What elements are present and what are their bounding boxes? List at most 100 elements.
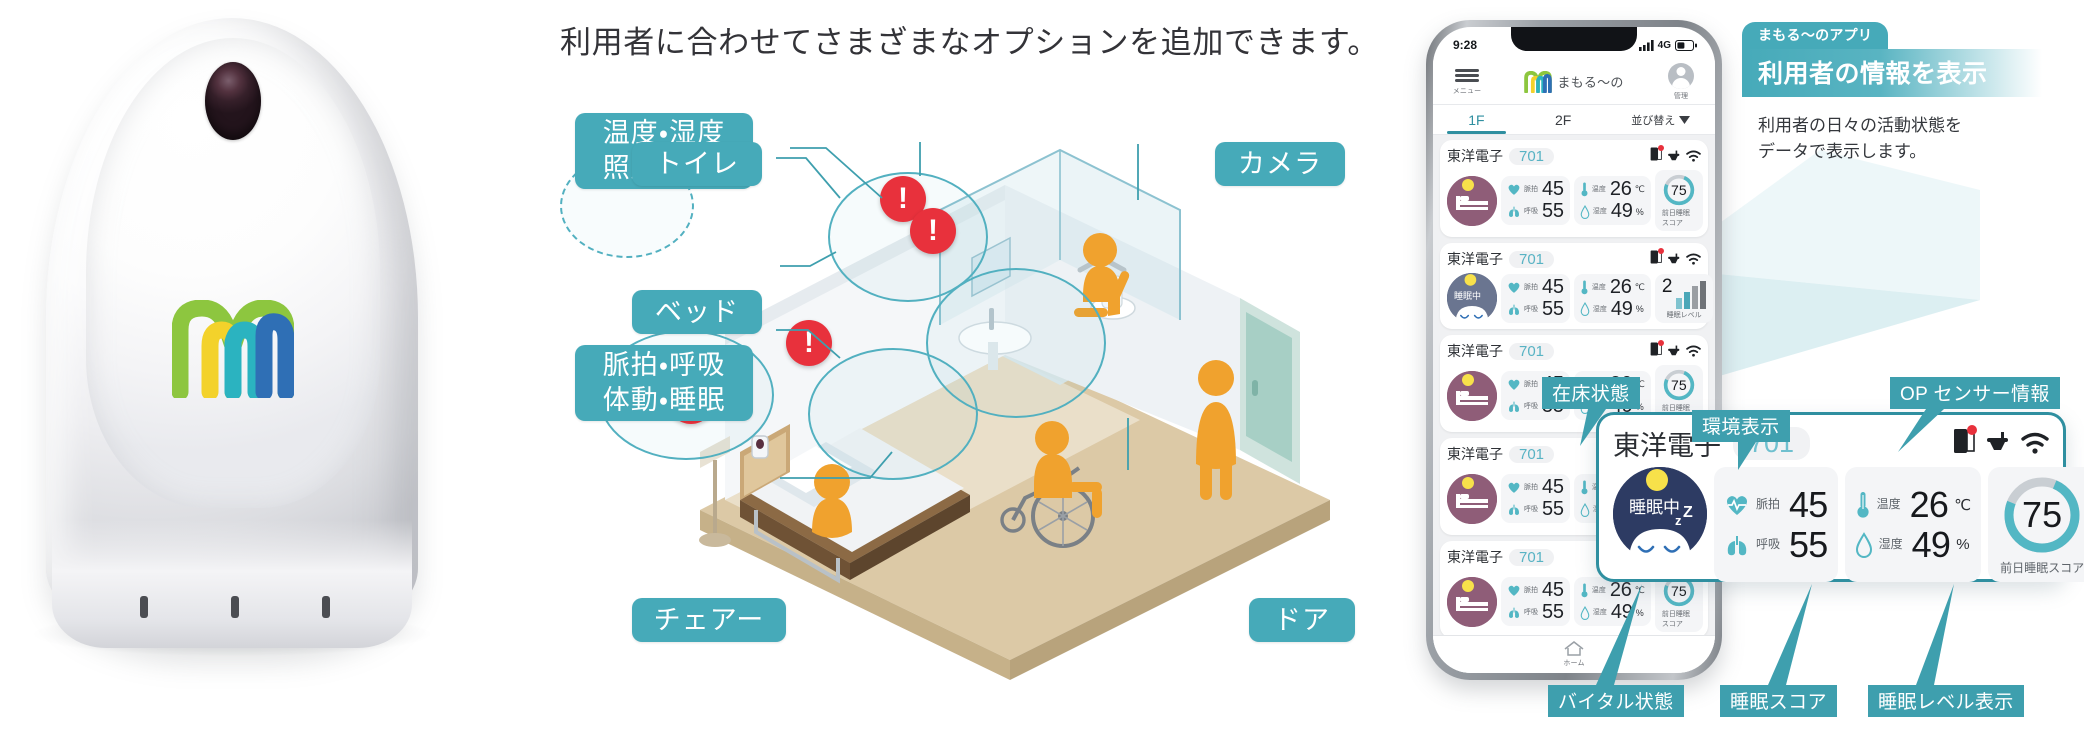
temp-row: 温度 26 ℃ xyxy=(1580,579,1645,601)
droplet-icon xyxy=(1580,204,1590,219)
door-alert-dot xyxy=(1967,424,1977,435)
floor-tab-bar: 1F 2F 並び替え xyxy=(1433,105,1715,135)
card-user-name: 東洋電子 xyxy=(1447,343,1503,359)
card-user-name: 東洋電子 xyxy=(1447,148,1503,164)
humidity-caption: 湿度 xyxy=(1592,609,1607,616)
sort-label: 並び替え xyxy=(1631,114,1676,127)
mamoruno-brand-icon xyxy=(1524,70,1553,93)
temp-unit: ℃ xyxy=(1634,585,1645,595)
pulse-value: 45 xyxy=(1542,476,1564,498)
magnified-temp-caption: 温度 xyxy=(1876,497,1901,512)
magnified-vital-panel: 脈拍 45 呼吸 55 xyxy=(1714,467,1838,582)
tab-floor-2f[interactable]: 2F xyxy=(1554,111,1572,128)
card-user-name: 東洋電子 xyxy=(1447,446,1503,462)
chevron-down-icon xyxy=(1679,115,1691,124)
wifi-icon xyxy=(1686,345,1701,357)
menu-button[interactable]: メニュー xyxy=(1445,67,1489,96)
humidity-value: 49 xyxy=(1610,200,1633,222)
state-badge-in-bed: 在床 xyxy=(1447,576,1497,627)
user-card[interactable]: 東洋電子 701 xyxy=(1440,541,1708,638)
sleep-score-caption: 前日睡眠スコア xyxy=(1661,210,1690,227)
heart-icon xyxy=(1508,585,1520,596)
thermometer-icon xyxy=(1581,280,1588,294)
status-right: 4G xyxy=(1638,39,1697,51)
thermometer-icon xyxy=(1857,491,1869,518)
pulse-row: 脈拍 45 xyxy=(1507,276,1564,298)
pulse-caption: 脈拍 xyxy=(1524,381,1538,388)
hamburger-icon xyxy=(1455,67,1479,84)
door-alert-dot xyxy=(1658,339,1664,346)
humidity-row: 湿度 49 % xyxy=(1580,298,1645,320)
wifi-icon xyxy=(1686,253,1701,265)
temp-value: 26 xyxy=(1609,275,1632,298)
app-screenshot-area: 9:28 4G xyxy=(1420,0,2084,733)
callout-body-line1: 利用者の日々の活動状態を xyxy=(1758,116,1962,135)
temp-unit: ℃ xyxy=(1634,379,1645,389)
wifi-icon xyxy=(2021,432,2049,454)
signal-icon xyxy=(1638,39,1654,51)
temp-caption: 温度 xyxy=(1591,186,1606,193)
lungs-icon xyxy=(1509,304,1519,315)
card-status-icons xyxy=(1650,247,1701,269)
app-brand: まもる〜の xyxy=(1524,70,1623,93)
sort-button[interactable]: 並び替え xyxy=(1607,112,1715,128)
callout-body-line2: データで表示します。 xyxy=(1758,142,1927,162)
vital-panel: 脈拍 45 呼吸 55 xyxy=(1501,577,1570,626)
humidity-unit: % xyxy=(1635,607,1644,618)
svg-text:z: z xyxy=(1675,513,1682,528)
user-card[interactable]: 東洋電子 701 xyxy=(1440,243,1714,329)
sleep-score-value: 75 xyxy=(2022,494,2063,535)
lungs-icon xyxy=(1509,504,1519,516)
card-room-number: 701 xyxy=(1509,445,1555,463)
label-door: ドア xyxy=(1249,598,1355,642)
card-body: 在床 脈拍 45 呼吸 55 xyxy=(1447,170,1703,231)
temp-unit: ℃ xyxy=(1634,281,1645,292)
label-chair: チェアー xyxy=(632,598,786,642)
environment-panel: 温度 26 ℃ 湿度 49 % xyxy=(1573,273,1651,323)
isometric-room-illustration: ! ! ! ! xyxy=(540,80,1410,720)
product-photo xyxy=(0,0,470,733)
alert-marker-door: ! xyxy=(910,208,956,254)
magnified-environment-panel: 温度 26 ℃ 湿度 49 % xyxy=(1844,467,1982,582)
card-user-name: 東洋電子 xyxy=(1447,251,1503,267)
magnified-pulse-value: 45 xyxy=(1789,483,1828,525)
magnified-humidity-value: 49 xyxy=(1911,523,1951,565)
phone-notch xyxy=(1511,27,1637,51)
bottom-nav[interactable]: ホーム xyxy=(1433,635,1715,673)
label-vital-sensors: 脈拍・呼吸 体動・睡眠 xyxy=(575,345,753,421)
temp-unit: ℃ xyxy=(1634,184,1645,194)
card-room-number: 701 xyxy=(1509,342,1555,360)
tag-op-sensor: OP センサー情報 xyxy=(1890,377,2060,409)
card-room-number: 701 xyxy=(1509,250,1555,268)
card-room-number: 701 xyxy=(1509,548,1555,566)
door-sensor-icon xyxy=(1650,144,1664,166)
account-button[interactable]: 管理 xyxy=(1659,62,1703,101)
tag-bed-state: 在床状態 xyxy=(1542,377,1640,409)
temp-row: 温度 26 ℃ xyxy=(1580,178,1645,200)
sleep-score-panel: 75 前日睡眠スコア xyxy=(1654,170,1703,231)
thermometer-icon xyxy=(1581,182,1588,197)
label-camera: カメラ xyxy=(1215,142,1345,186)
magnified-humidity-caption: 湿度 xyxy=(1878,537,1903,552)
vital-panel: 脈拍 45 呼吸 55 xyxy=(1501,474,1570,523)
humidity-value: 49 xyxy=(1610,601,1633,623)
card-status-icons xyxy=(1650,339,1701,361)
label-toilet: トイレ xyxy=(632,142,762,186)
tab-floor-1f[interactable]: 1F xyxy=(1433,105,1520,134)
card-header: 東洋電子 701 xyxy=(1447,247,1701,270)
alert-marker-chair: ! xyxy=(786,320,832,366)
door-sensor-icon xyxy=(1650,247,1664,269)
sleep-score-value: 75 xyxy=(1671,182,1687,198)
magnified-pulse-row: 脈拍 45 xyxy=(1724,483,1828,525)
magnified-user-card[interactable]: 東洋電子 701 xyxy=(1596,412,2084,582)
user-card[interactable]: 東洋電子 701 xyxy=(1440,140,1708,237)
state-badge-sleeping: 睡眠中 xyxy=(1447,273,1497,323)
resp-row: 呼吸 55 xyxy=(1507,601,1564,623)
droplet-icon xyxy=(1580,302,1590,316)
tag-environment: 環境表示 xyxy=(1692,410,1790,442)
sleep-score-value: 75 xyxy=(1671,583,1687,599)
label-bed: ベッド xyxy=(632,290,762,334)
sleep-score-caption: 前日睡眠スコア xyxy=(1661,611,1690,628)
vital-panel: 脈拍 45 呼吸 55 xyxy=(1501,176,1570,225)
magnified-pulse-caption: 脈拍 xyxy=(1756,497,1781,512)
